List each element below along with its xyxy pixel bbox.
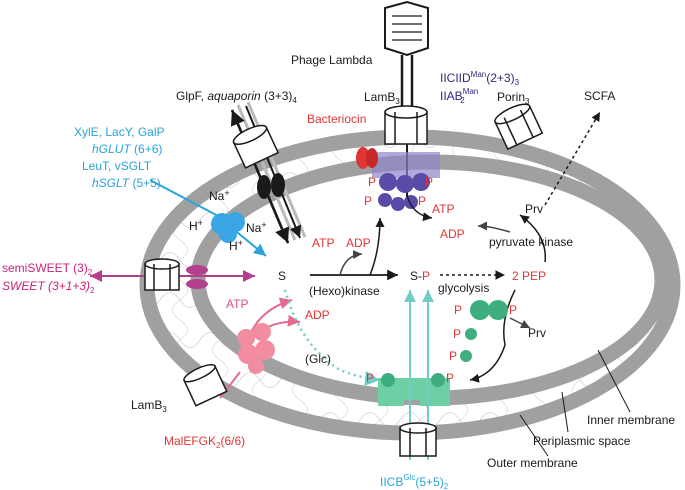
membrane-leaders xyxy=(519,349,631,457)
label-substrate-s: S xyxy=(278,269,286,283)
label-leut: LeuT, vSGLT xyxy=(82,159,152,173)
label-prv-right: Prv xyxy=(528,326,546,340)
p-man-1: P xyxy=(368,175,376,189)
label-inner-membrane: Inner membrane xyxy=(587,413,675,427)
label-scfa: SCFA xyxy=(584,89,615,103)
label-2-pep: 2 PEP xyxy=(512,269,546,283)
p-grn-3: P xyxy=(453,327,461,341)
label-glpf: GlpF, aquaporin (3+3)4 xyxy=(176,89,297,105)
label-iicb: IICBGlc(5+5)2 xyxy=(380,473,449,490)
phosphate-labels: P P P P P P P P P P xyxy=(364,175,517,385)
pep-to-pts xyxy=(469,289,531,383)
label-prv-top: Prv xyxy=(525,202,543,216)
p-iicb-2: P xyxy=(446,371,454,385)
label-atp-pk: ATP xyxy=(432,202,454,216)
mannose-pts-complex xyxy=(356,147,440,222)
label-na-plus-outer: Na+ xyxy=(209,188,230,203)
lamb-top-channel xyxy=(384,105,428,145)
hexokinase-reaction xyxy=(310,217,398,281)
iicb-glc xyxy=(378,290,450,460)
label-na-plus-inner: Na+ xyxy=(246,220,267,235)
p-iicb-1: P xyxy=(366,371,374,385)
label-periplasmic-space: Periplasmic space xyxy=(533,434,631,448)
p-grn-2: P xyxy=(509,303,517,317)
label-atp-left: ATP xyxy=(226,297,248,311)
p-man-2: P xyxy=(425,175,433,189)
label-h-plus-outer: H+ xyxy=(189,218,203,233)
p-man-4: P xyxy=(418,194,426,208)
label-glycolysis: glycolysis xyxy=(438,281,489,295)
label-atp-center: ATP xyxy=(312,236,334,250)
glpf-channel xyxy=(230,101,307,244)
label-hglut: hGLUT (6+6) xyxy=(92,142,162,156)
p-man-3: P xyxy=(364,194,372,208)
label-adp-left: ADP xyxy=(305,308,330,322)
porin-channel xyxy=(494,103,544,151)
label-hsglt: hSGLT (5+5) xyxy=(92,176,161,190)
label-porin: Porin3 xyxy=(497,90,530,106)
label-h-plus-inner: H+ xyxy=(229,238,243,253)
green-phosphates xyxy=(460,300,508,362)
symporter xyxy=(149,179,267,257)
label-bacteriocin: Bacteriocin xyxy=(307,112,366,126)
label-pyruvate-kinase: pyruvate kinase xyxy=(489,235,573,249)
label-outer-membrane: Outer membrane xyxy=(487,456,578,470)
p-grn-1: P xyxy=(454,303,462,317)
glc-path xyxy=(283,289,381,386)
pyruvate-kinase-reaction xyxy=(477,111,601,263)
mal-abc-transporter xyxy=(183,297,301,407)
membranes xyxy=(139,129,681,441)
label-adp-center: ADP xyxy=(346,236,371,250)
label-sweet: SWEET (3+1+3)2 xyxy=(2,279,95,295)
label-lamb3-top: LamB3 xyxy=(364,90,400,106)
label-adp-pk: ADP xyxy=(440,227,465,241)
label-malefgk: MalEFGK2(6/6) xyxy=(164,434,245,450)
label-iicid: IICIIDMan(2+3)3 xyxy=(440,70,520,87)
label-hexokinase: (Hexo)kinase xyxy=(309,284,380,298)
label-xyle: XylE, LacY, GalP xyxy=(74,125,165,139)
label-lamb3-bottom: LamB3 xyxy=(131,398,167,414)
sweet-channel xyxy=(90,258,255,291)
label-semisweet: semiSWEET (3)2 xyxy=(2,261,93,277)
p-grn-4: P xyxy=(449,349,457,363)
label-phage-lambda: Phage Lambda xyxy=(291,53,373,67)
label-glc: (Glc) xyxy=(305,352,331,366)
label-s-p: S-P xyxy=(410,269,430,283)
